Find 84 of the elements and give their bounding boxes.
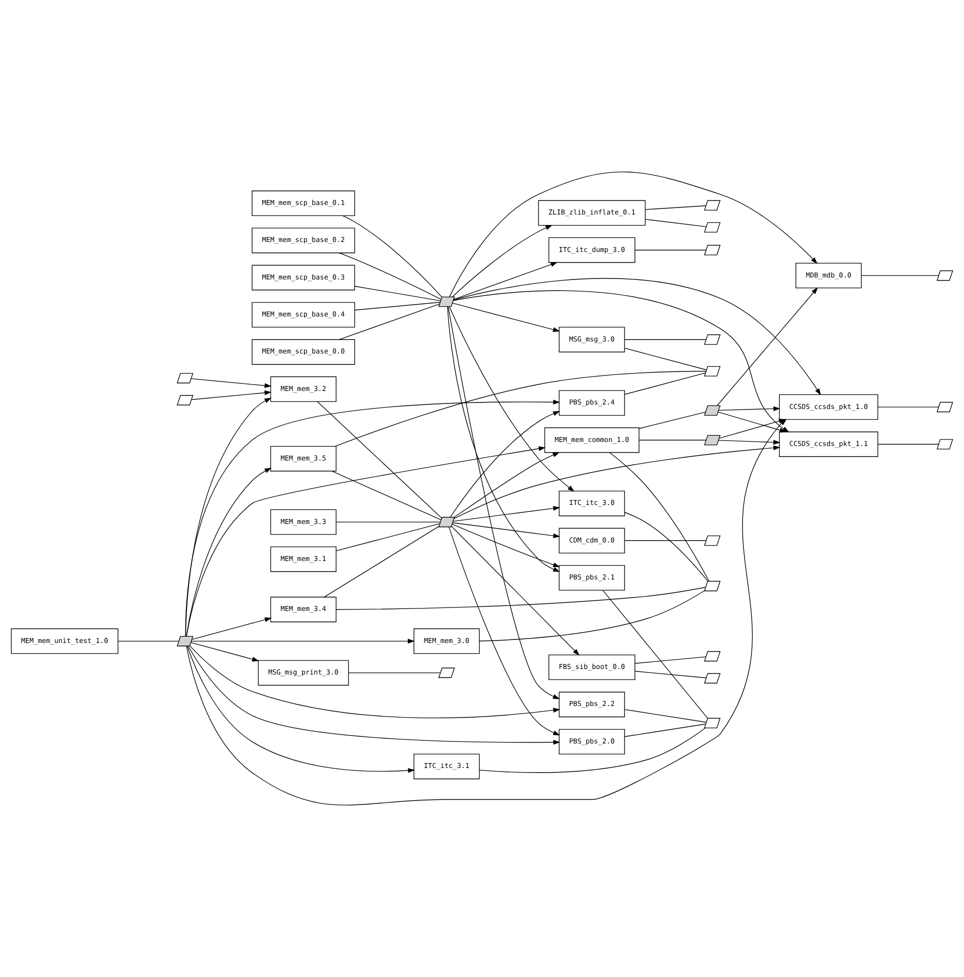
arrow — [186, 446, 546, 636]
arrow — [185, 398, 272, 636]
node-parallelogram — [936, 402, 954, 412]
connector — [338, 304, 440, 340]
connector — [624, 339, 706, 340]
arrow — [448, 306, 560, 700]
arrow — [452, 224, 552, 298]
node-parallelogram — [438, 296, 455, 307]
arrow — [451, 526, 580, 656]
connector — [324, 526, 440, 598]
connector — [624, 512, 708, 582]
arrow — [717, 287, 818, 406]
arrow — [718, 406, 780, 412]
arrow — [453, 278, 821, 396]
node-parallelogram — [704, 434, 721, 446]
arrow — [449, 172, 818, 298]
connector — [336, 586, 706, 610]
connector — [118, 640, 180, 642]
connector — [624, 372, 706, 395]
connector — [634, 656, 706, 664]
connector — [644, 205, 706, 210]
arrow — [449, 306, 575, 492]
arrow — [454, 445, 780, 519]
arrow — [450, 411, 560, 518]
node-parallelogram — [176, 395, 194, 406]
connector — [644, 218, 706, 228]
connector — [479, 590, 705, 642]
node-parallelogram — [438, 668, 455, 678]
arrow — [191, 378, 272, 388]
node-parallelogram — [176, 372, 194, 384]
connector — [861, 275, 939, 276]
node-parallelogram — [176, 636, 194, 646]
arrow — [452, 522, 560, 538]
node-parallelogram — [704, 222, 721, 233]
connector — [624, 348, 707, 370]
arrow — [191, 390, 272, 400]
arrow — [452, 302, 560, 332]
connector — [878, 406, 939, 408]
arrow — [453, 262, 558, 300]
arrow — [185, 400, 560, 637]
arrow — [186, 468, 272, 637]
node-parallelogram — [704, 535, 721, 546]
arrow — [452, 506, 560, 522]
arrow — [186, 646, 415, 773]
arrow — [190, 642, 260, 662]
connector — [338, 252, 442, 300]
connector — [354, 286, 441, 302]
arrow — [454, 452, 560, 518]
node-parallelogram — [704, 366, 721, 376]
node-parallelogram — [704, 334, 721, 345]
connector — [348, 672, 441, 674]
connector — [609, 452, 710, 582]
arrow — [718, 440, 780, 445]
connector — [336, 523, 440, 552]
connector — [634, 670, 707, 678]
arrow — [192, 617, 272, 640]
connector — [602, 590, 708, 718]
connector — [332, 470, 442, 520]
arrow — [190, 646, 560, 718]
arrow — [188, 646, 560, 745]
arrow — [452, 524, 560, 568]
connector — [334, 370, 706, 447]
arrow — [448, 526, 560, 736]
connector — [638, 412, 706, 429]
node-parallelogram — [704, 651, 721, 662]
connector — [479, 728, 706, 773]
arrow — [447, 306, 560, 572]
node-parallelogram — [936, 439, 954, 450]
arrow — [191, 638, 415, 644]
node-parallelogram — [438, 516, 455, 528]
connector — [624, 540, 706, 541]
connector — [878, 444, 939, 445]
node-parallelogram — [704, 580, 721, 592]
node-parallelogram — [704, 200, 721, 210]
connector — [624, 709, 707, 723]
connector — [354, 302, 441, 310]
node-parallelogram — [704, 244, 721, 256]
node-parallelogram — [704, 405, 721, 416]
connector — [342, 215, 442, 298]
node-parallelogram — [704, 673, 721, 684]
connector — [624, 724, 706, 737]
node-parallelogram — [704, 718, 721, 728]
node-parallelogram — [936, 270, 954, 281]
connector — [317, 401, 442, 518]
